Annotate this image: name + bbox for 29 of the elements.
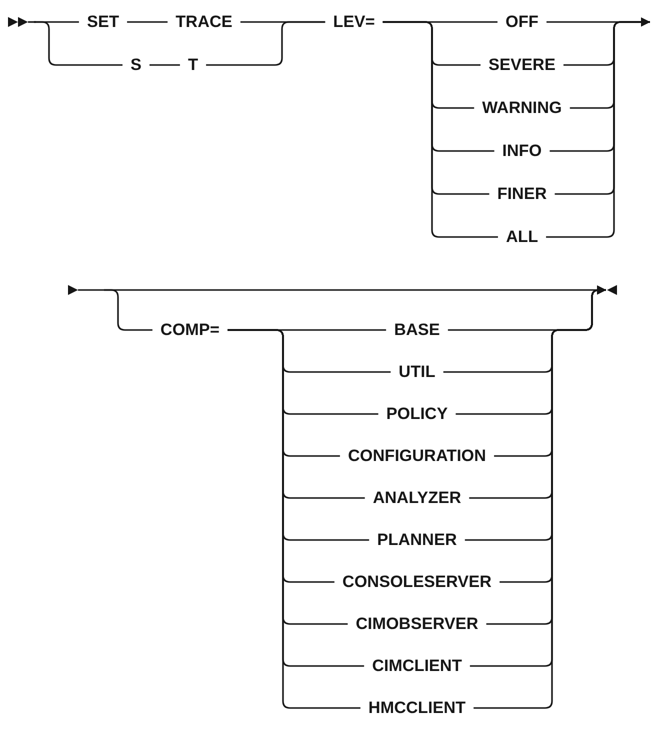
keyword-text: SEVERE (480, 55, 564, 75)
keyword-text: T (180, 55, 206, 75)
keyword-text: ALL (498, 227, 546, 247)
keyword-text: UTIL (390, 362, 444, 382)
keyword-text: OFF (498, 12, 546, 32)
keyword-text: FINER (489, 184, 555, 204)
keyword-text: COMP= (152, 320, 228, 340)
keyword-text: CONSOLESERVER (334, 572, 500, 592)
connector-line (382, 21, 498, 238)
connector-line (127, 21, 168, 23)
keyword-text: CIMCLIENT (364, 656, 470, 676)
connector-line (206, 21, 326, 66)
arrow (546, 18, 650, 238)
keyword-text: INFO (494, 141, 550, 161)
keyword-text: WARNING (474, 98, 570, 118)
keyword-text: TRACE (168, 12, 240, 32)
keyword-text: BASE (386, 320, 448, 340)
keyword-text: SET (78, 12, 128, 32)
keyword-text: ANALYZER (364, 488, 470, 508)
keyword-text: HMCCLIENT (360, 698, 474, 718)
keyword-text: PLANNER (369, 530, 465, 550)
keyword-text: CONFIGURATION (340, 446, 494, 466)
connector-line (34, 21, 122, 66)
keyword-text: CIMOBSERVER (348, 614, 486, 634)
keyword-text: POLICY (378, 404, 456, 424)
connector-line (104, 289, 152, 331)
keyword-text: LEV= (325, 12, 383, 32)
connector-line (150, 64, 180, 66)
keyword-text: S (122, 55, 150, 75)
